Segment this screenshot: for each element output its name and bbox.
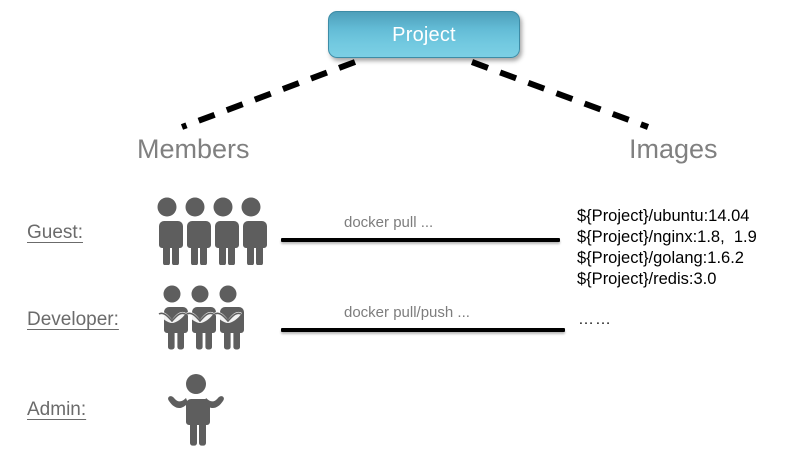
person-arms-crossed-icon [158, 285, 188, 350]
project-node-label: Project [392, 23, 456, 46]
action-line-developer [281, 328, 565, 332]
person-arms-raised-icon [168, 374, 224, 446]
image-list: ${Project}/ubuntu:14.04 ${Project}/nginx… [577, 206, 757, 290]
person-arms-crossed-icon [186, 285, 216, 350]
role-label-developer: Developer: [27, 309, 119, 330]
figure-group-guest [150, 197, 268, 265]
members-column-header: Members [137, 134, 250, 164]
person-icon [240, 197, 267, 265]
branch-line-members [180, 59, 357, 130]
project-node[interactable]: Project [328, 11, 520, 58]
figure-group-admin [165, 372, 227, 446]
figure-group-developer [155, 285, 245, 351]
image-list-item: ${Project}/golang:1.6.2 [577, 249, 744, 267]
branch-line-images [470, 59, 650, 130]
images-column-header: Images [629, 134, 718, 164]
role-label-guest: Guest: [27, 222, 83, 243]
person-icon [212, 197, 239, 265]
person-arms-crossed-icon [214, 285, 244, 350]
image-list-item: ${Project}/ubuntu:14.04 [577, 207, 750, 225]
role-label-admin: Admin: [27, 399, 87, 420]
person-icon [156, 197, 183, 265]
image-list-more-indicator: …… [578, 311, 612, 328]
image-list-item: ${Project}/nginx:1.8, 1.9 [577, 228, 757, 246]
image-list-item: ${Project}/redis:3.0 [577, 270, 717, 288]
person-icon [184, 197, 211, 265]
action-line-guest [281, 238, 560, 242]
action-label-docker-pull-push: docker pull/push ... [344, 304, 470, 321]
action-label-docker-pull: docker pull ... [344, 214, 434, 231]
